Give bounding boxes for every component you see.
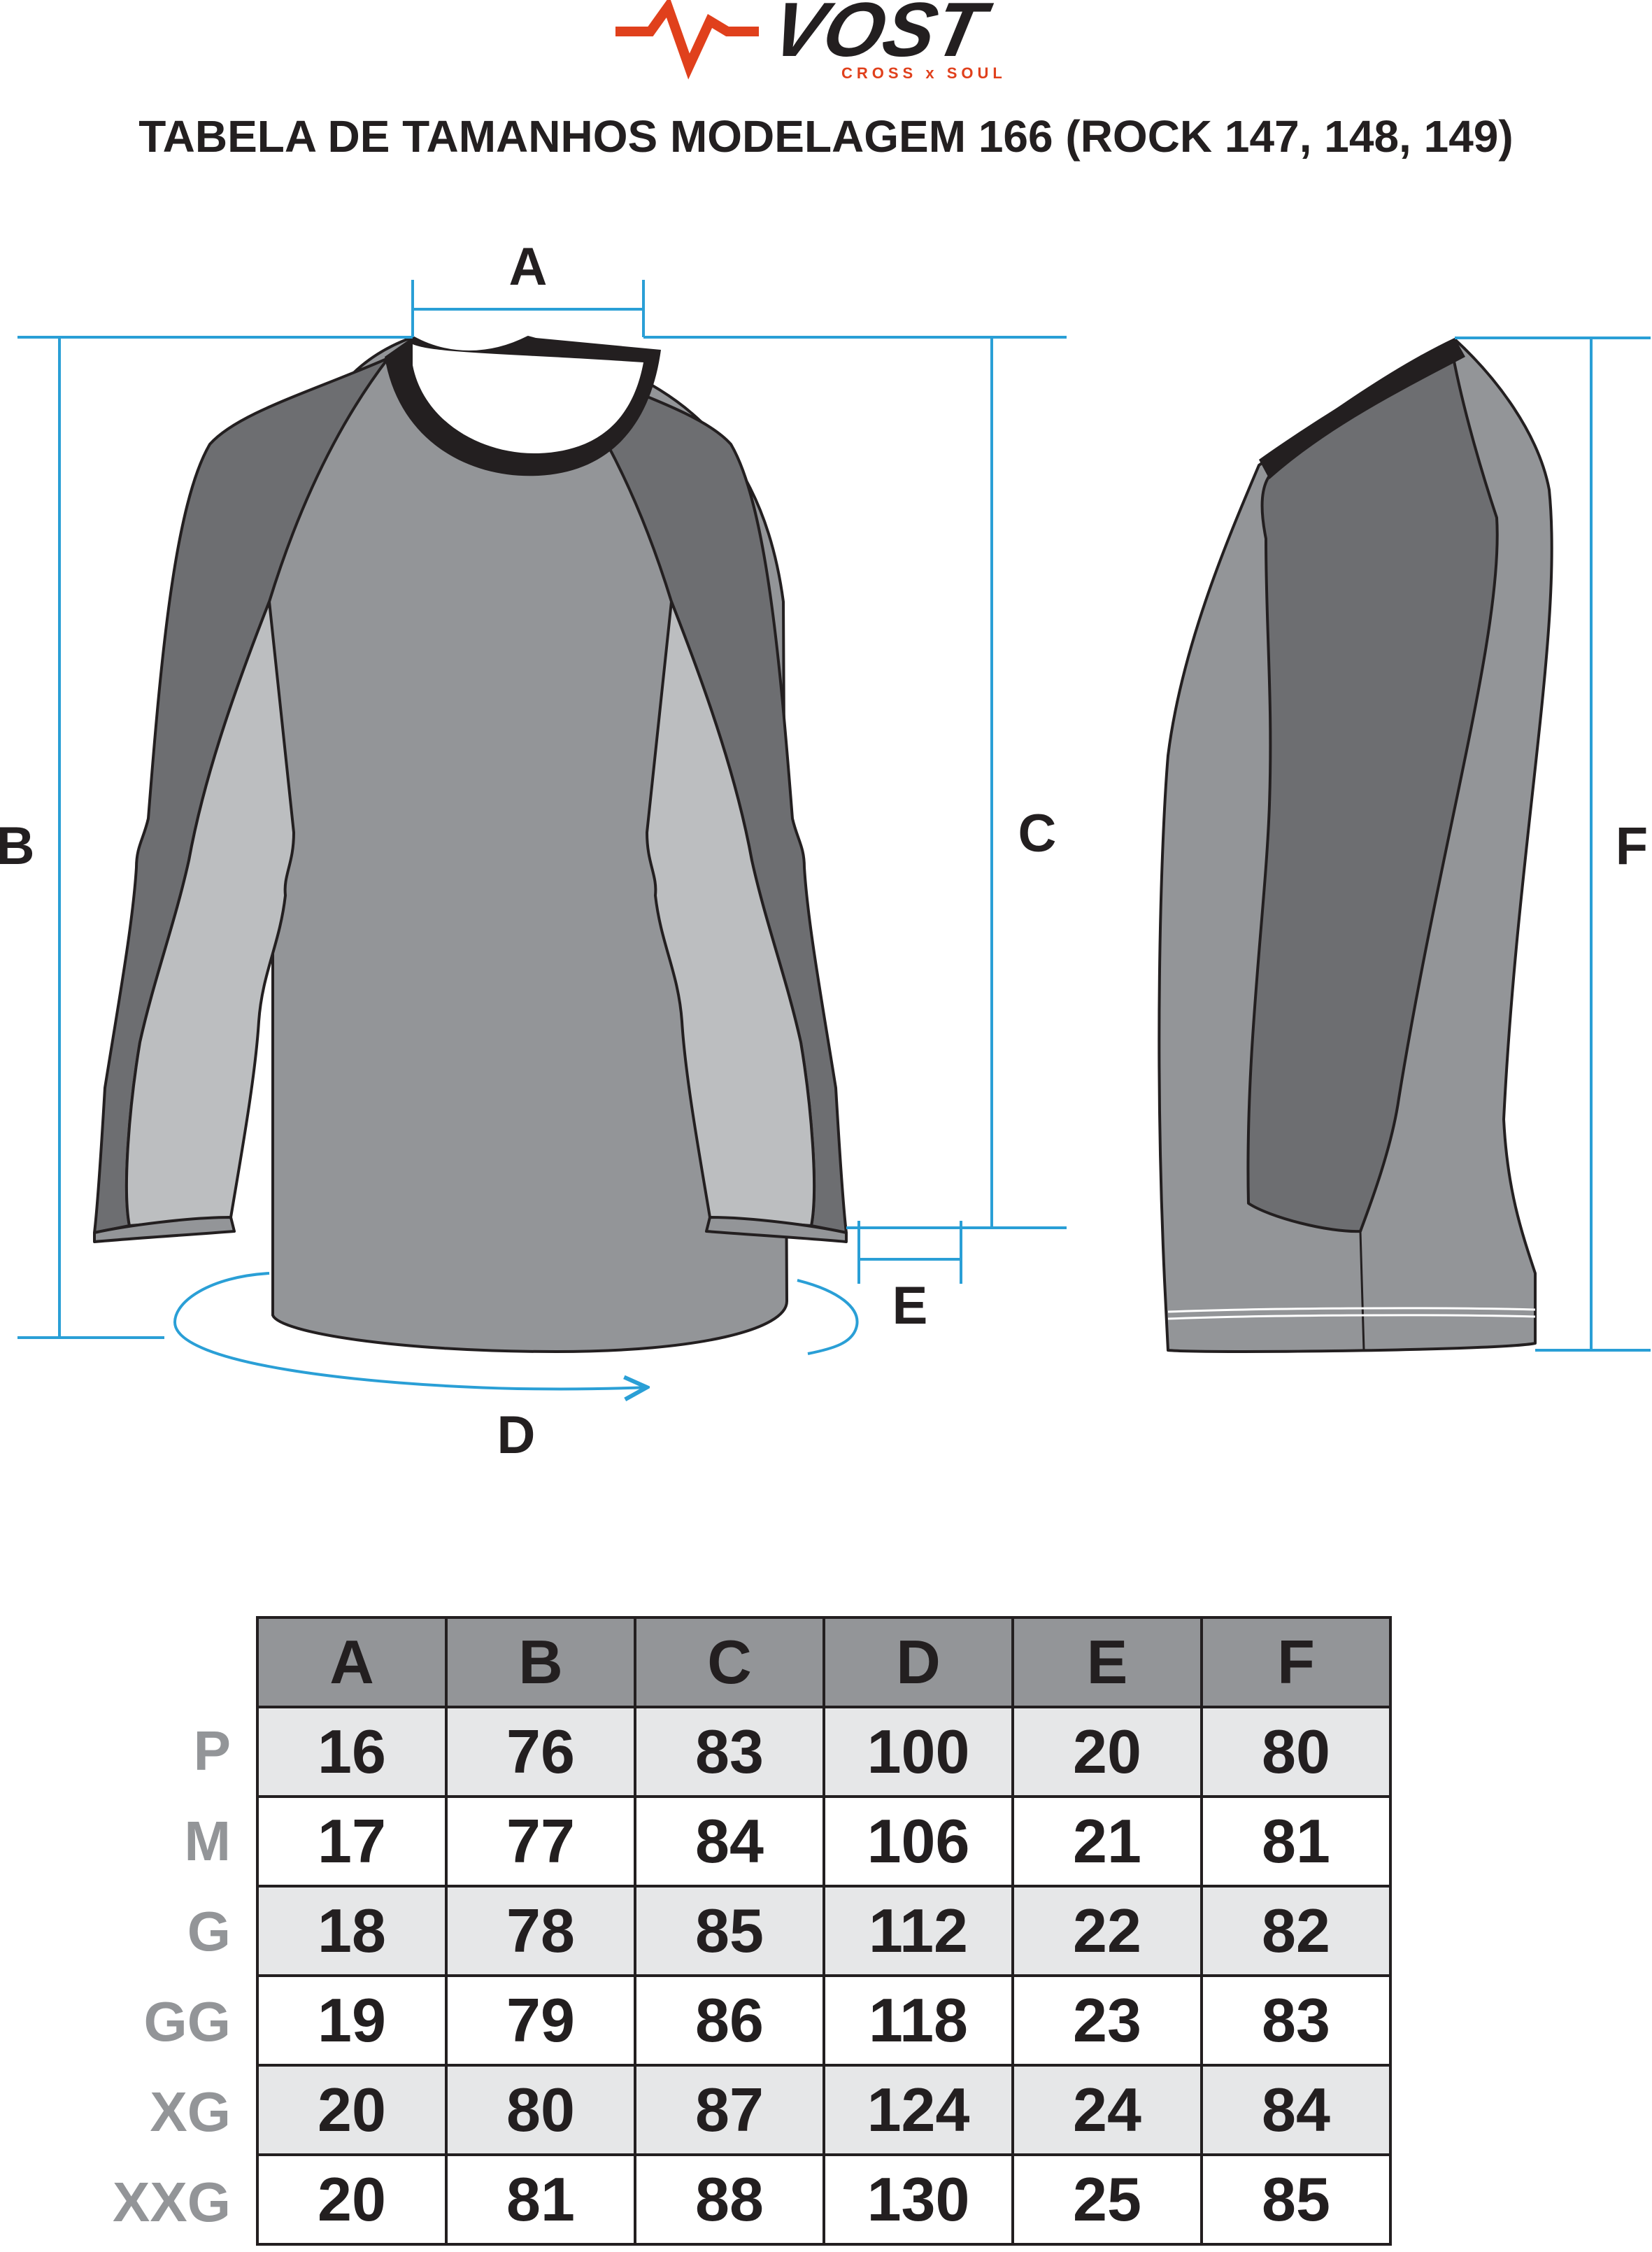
label-e: E [892,1276,928,1336]
label-b: B [0,816,34,876]
table-cell: 18 [256,1885,448,1977]
front-left-cuff [93,1216,236,1243]
column-header-d: D [823,1616,1014,1708]
table-cell: 118 [823,1974,1014,2067]
table-cell: 81 [1200,1795,1392,1888]
table-cell: 85 [1200,2153,1392,2246]
table-cell: 77 [445,1795,636,1888]
table-cell: 78 [445,1885,636,1977]
table-cell: 80 [1200,1706,1392,1798]
column-header-a: A [256,1616,448,1708]
page-title: TABELA DE TAMANHOS MODELAGEM 166 (ROCK 1… [138,111,1514,162]
label-a: A [509,237,548,297]
table-cell: 106 [823,1795,1014,1888]
table-cell: 80 [445,2064,636,2156]
table-cell: 79 [445,1974,636,2067]
table-cell: 19 [256,1974,448,2067]
table-cell: 124 [823,2064,1014,2156]
table-cell: 21 [1011,1795,1203,1888]
size-label: P [193,1720,231,1782]
guide-d-ellipse [173,1272,647,1389]
front-right-cuff [705,1216,848,1243]
column-header-c: C [634,1616,825,1708]
table-cell: 20 [256,2153,448,2246]
measurement-labels: A B C D E F [0,237,1648,1465]
table-cell: 88 [634,2153,825,2246]
table-cell: 20 [1011,1706,1203,1798]
table-cell: 83 [1200,1974,1392,2067]
table-cell: 86 [634,1974,825,2067]
side-hem-stitch [1167,1307,1536,1320]
side-collar [1259,338,1465,479]
column-header-f: F [1200,1616,1392,1708]
label-f: F [1616,816,1648,876]
table-cell: 22 [1011,1885,1203,1977]
column-header-e: E [1011,1616,1203,1708]
table-cell: 130 [823,2153,1014,2246]
label-c: C [1018,804,1057,863]
side-sleeve [1246,345,1499,1233]
column-header-b: B [445,1616,636,1708]
size-label: G [187,1900,231,1962]
size-label: XG [150,2081,231,2143]
table-cell: 84 [1200,2064,1392,2156]
label-d: D [497,1405,536,1465]
side-view-shirt [1158,338,1553,1353]
front-view-shirt [93,336,848,1353]
front-neck-opening [413,344,643,454]
table-cell: 81 [445,2153,636,2246]
logo-tagline: CROSS x SOUL [841,64,1006,82]
logo-wordmark: VOST [764,0,998,73]
table-cell: 23 [1011,1974,1203,2067]
table-cell: 24 [1011,2064,1203,2156]
front-left-sleeve-inner [124,600,295,1227]
table-cell: 100 [823,1706,1014,1798]
table-cell: 87 [634,2064,825,2156]
table-cell: 82 [1200,1885,1392,1977]
table-cell: 20 [256,2064,448,2156]
vost-logo: VOST CROSS x SOUL [615,0,1006,82]
size-label: M [184,1810,231,1872]
table-cell: 76 [445,1706,636,1798]
side-seam [1359,1231,1365,1351]
logo-zigzag-mark [615,0,759,80]
table-cell: 83 [634,1706,825,1798]
table-cell: 85 [634,1885,825,1977]
table-cell: 112 [823,1885,1014,1977]
size-label: GG [143,1990,231,2053]
guide-d-ellipse-back [797,1279,859,1355]
front-right-sleeve-inner [646,600,816,1227]
table-cell: 25 [1011,2153,1203,2246]
table-cell: 16 [256,1706,448,1798]
table-cell: 84 [634,1795,825,1888]
garment-measurement-diagram: A B C D E F [0,237,1651,1465]
size-label: XXG [113,2171,231,2233]
measurement-guides [17,280,1651,1389]
table-cell: 17 [256,1795,448,1888]
